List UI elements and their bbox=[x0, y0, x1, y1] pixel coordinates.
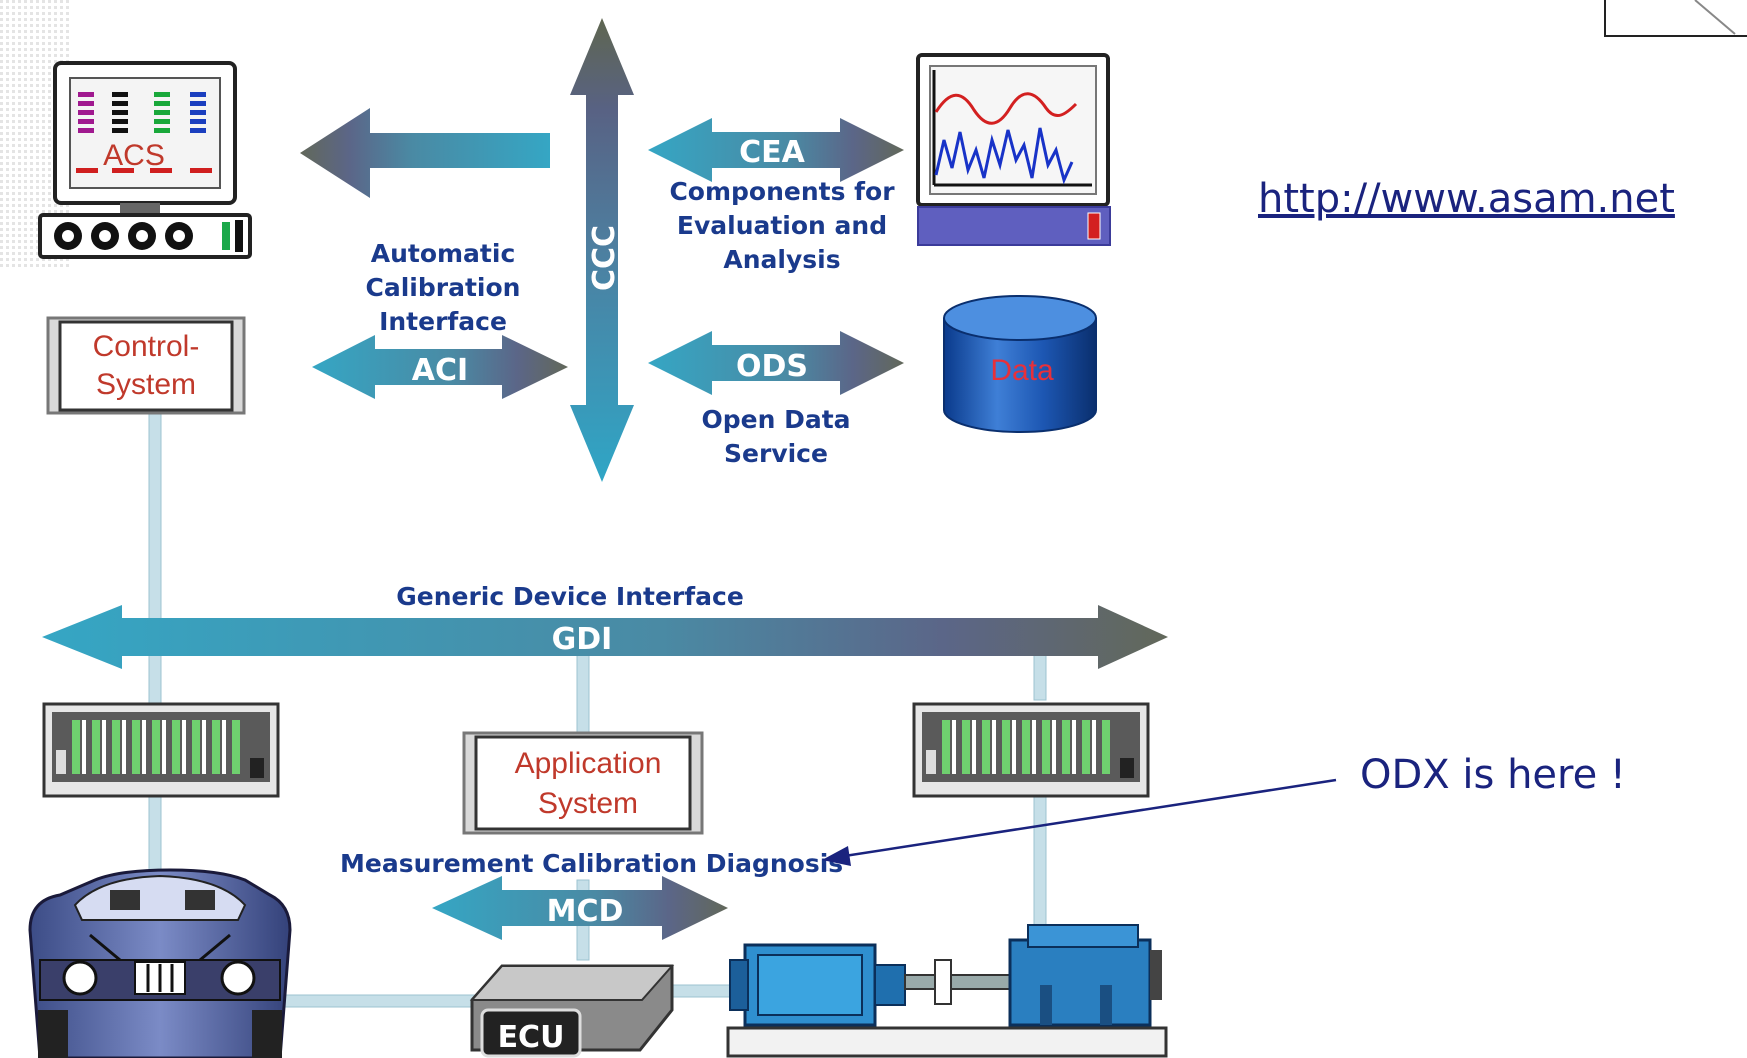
gdi-desc: Generic Device Interface bbox=[396, 582, 744, 611]
mcd-desc: Measurement Calibration Diagnosis bbox=[340, 849, 843, 878]
aci-desc-1: Automatic bbox=[371, 239, 516, 268]
cea-desc-2: Evaluation and bbox=[677, 211, 887, 240]
aci-arrow: ACI bbox=[312, 335, 568, 399]
acs-label: ACS bbox=[103, 139, 165, 172]
ecu-box: ECU bbox=[469, 964, 675, 1058]
left-hardware-rack bbox=[42, 702, 280, 798]
application-system-label-1: Application bbox=[515, 747, 662, 780]
cea-desc-3: Analysis bbox=[723, 245, 840, 274]
control-system-label-1: Control- bbox=[93, 330, 200, 363]
ods-desc-2: Service bbox=[724, 439, 828, 468]
data-cylinder: Data bbox=[943, 295, 1097, 433]
asam-link[interactable]: http://www.asam.net bbox=[1258, 176, 1675, 222]
cea-arrow: CEA bbox=[648, 118, 904, 182]
mcd-label: MCD bbox=[547, 894, 624, 929]
vehicle-icon bbox=[28, 868, 292, 1058]
ods-label: ODS bbox=[736, 349, 808, 384]
ods-arrow: ODS bbox=[648, 331, 904, 395]
right-hardware-rack bbox=[912, 702, 1150, 798]
evaluation-monitor bbox=[916, 53, 1111, 246]
cea-label: CEA bbox=[739, 135, 806, 170]
ods-desc-1: Open Data bbox=[701, 405, 850, 434]
control-system-box: Control- System bbox=[46, 316, 246, 415]
acs-arrow bbox=[300, 108, 550, 198]
engine-test-bench bbox=[726, 924, 1168, 1058]
odx-callout-arrow bbox=[822, 778, 1337, 866]
application-system-label-2: System bbox=[538, 787, 638, 820]
aci-label: ACI bbox=[412, 353, 468, 388]
acs-workstation: ACS bbox=[38, 61, 252, 259]
data-label: Data bbox=[990, 354, 1054, 387]
odx-callout-text: ODX is here ! bbox=[1360, 752, 1626, 798]
gdi-label: GDI bbox=[552, 622, 613, 657]
ccc-arrow: CCC bbox=[570, 18, 634, 482]
aci-desc-3: Interface bbox=[379, 307, 507, 336]
application-system-box: Application System bbox=[462, 731, 704, 835]
mcd-arrow: MCD bbox=[432, 876, 728, 940]
cea-desc-1: Components for bbox=[669, 177, 895, 206]
control-system-label-2: System bbox=[96, 368, 196, 401]
ecu-label: ECU bbox=[498, 1020, 565, 1055]
gdi-arrow: GDI bbox=[42, 605, 1168, 669]
ccc-label: CCC bbox=[587, 225, 622, 291]
aci-desc-2: Calibration bbox=[366, 273, 521, 302]
page-corner-icon bbox=[1604, 0, 1747, 37]
